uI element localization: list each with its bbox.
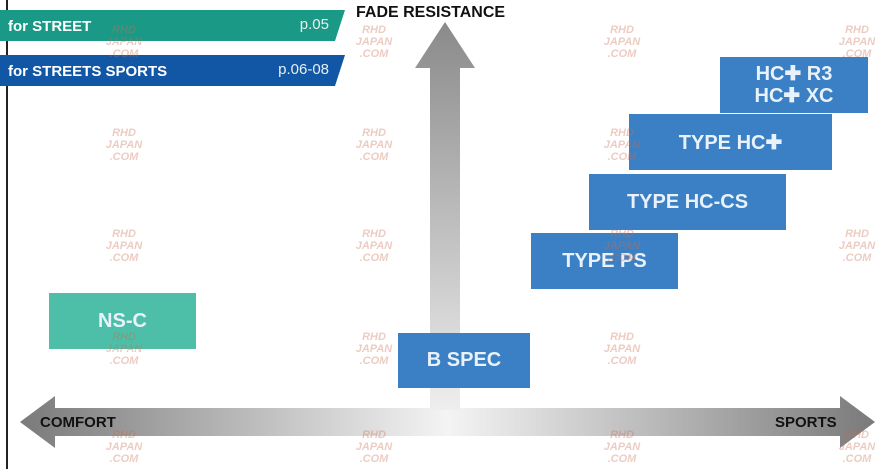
- product-type-ps[interactable]: TYPE PS: [531, 233, 678, 289]
- banner-label: for STREET: [8, 18, 92, 35]
- product-hc-r3-xc[interactable]: HC✚ R3 HC✚ XC: [720, 57, 868, 113]
- product-type-hc-cs[interactable]: TYPE HC-CS: [589, 174, 786, 230]
- product-b-spec[interactable]: B SPEC: [398, 333, 530, 388]
- product-label: TYPE PS: [562, 249, 647, 272]
- product-type-hc-plus[interactable]: TYPE HC✚: [629, 114, 832, 170]
- banner-label: for STREETS SPORTS: [8, 63, 168, 80]
- product-label: B SPEC: [426, 349, 502, 371]
- product-label: TYPE HC✚: [678, 131, 783, 154]
- left-divider-line: [6, 0, 8, 469]
- banner-page: p.05: [299, 16, 329, 33]
- right-axis-label: SPORTS: [775, 414, 837, 431]
- product-label: HC✚ XC: [754, 85, 834, 107]
- banner-page: p.06-08: [278, 61, 329, 78]
- banner-for-streets-sports[interactable]: for STREETS SPORTS p.06-08: [0, 55, 345, 86]
- product-ns-c[interactable]: NS-C: [49, 293, 196, 349]
- product-label: NS-C: [98, 309, 147, 332]
- horizontal-axis-arrow: [20, 396, 875, 448]
- vertical-axis-label: FADE RESISTANCE: [356, 4, 506, 21]
- product-label: HC✚ R3: [755, 63, 833, 85]
- vertical-axis-arrow: [415, 22, 475, 410]
- left-axis-label: COMFORT: [40, 414, 116, 431]
- banner-for-street[interactable]: for STREET p.05: [0, 10, 345, 41]
- product-label: TYPE HC-CS: [626, 190, 749, 213]
